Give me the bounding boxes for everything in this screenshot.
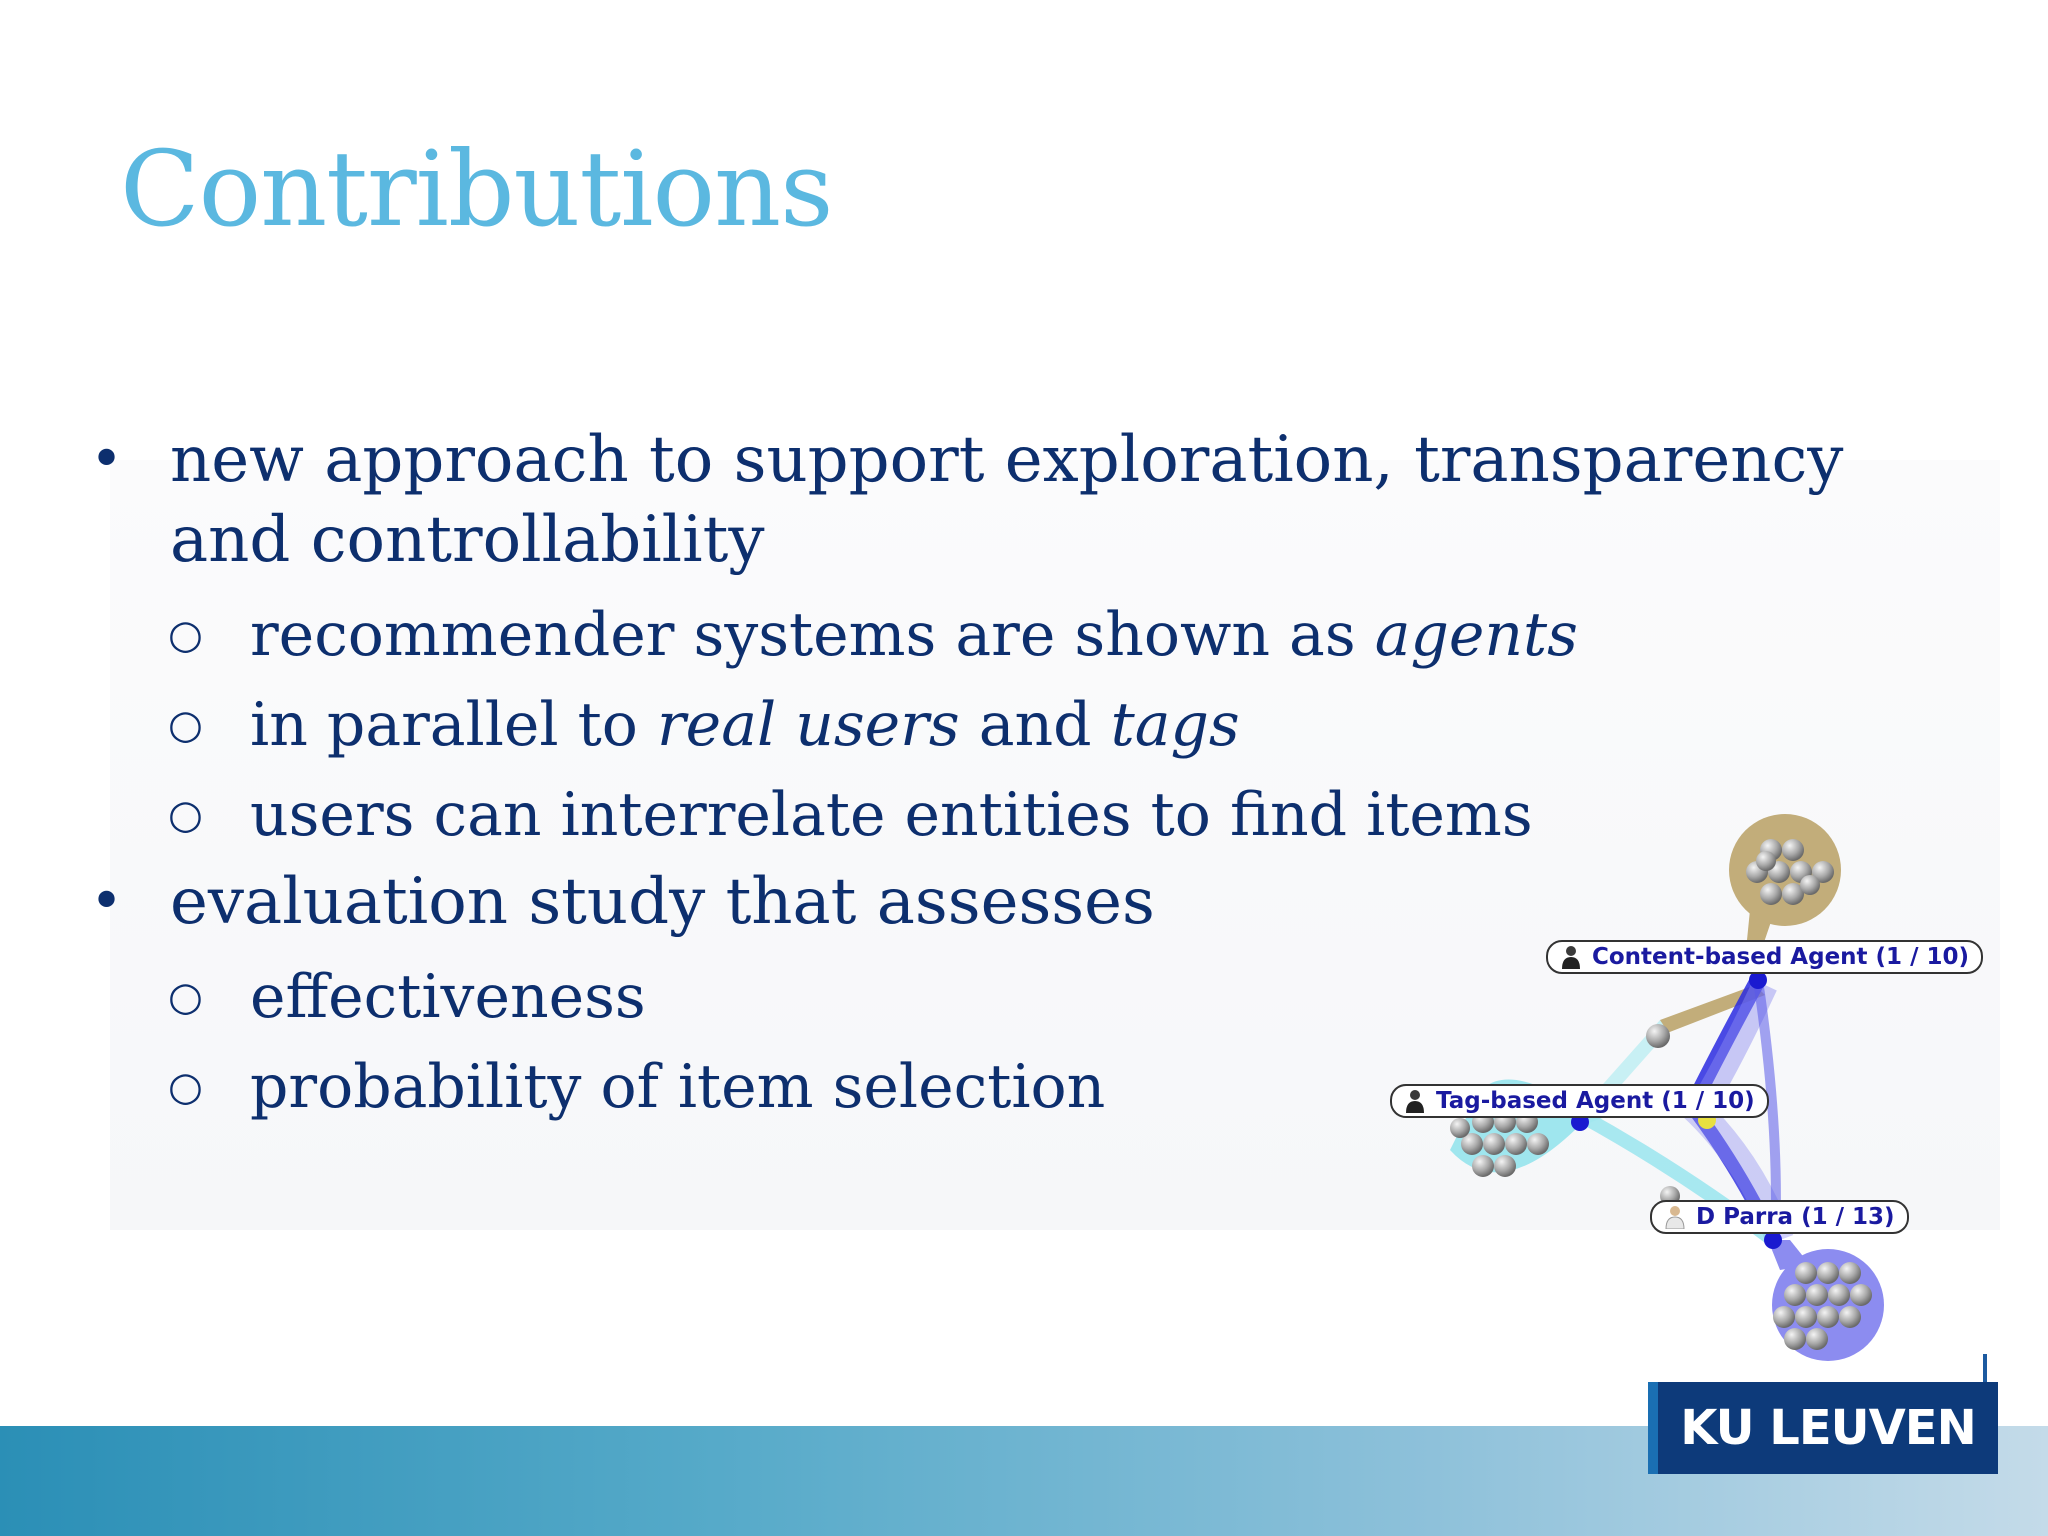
item-node (1472, 1155, 1494, 1177)
item-node (1806, 1328, 1828, 1350)
bullet-item: • evaluation study that assesses (80, 862, 1980, 942)
sub-bullet-text-part: users can interrelate entities to find i… (250, 780, 1533, 850)
item-node (1782, 839, 1804, 861)
sub-bullet-item: ○ probability of item selection (80, 1042, 1980, 1132)
bullet-text: evaluation study that assesses (170, 865, 1155, 939)
item-node (1756, 851, 1776, 871)
sub-bullet-item: ○ users can interrelate entities to find… (80, 770, 1980, 860)
item-node (1839, 1306, 1861, 1328)
item-node (1505, 1133, 1527, 1155)
sub-bullet-marker: ○ (168, 974, 203, 1020)
user-node (1764, 1231, 1782, 1249)
set-fusion-graph: Content-based Agent (1 / 10) Tag-based A… (1380, 810, 1983, 1370)
user-cluster-stem (1768, 1240, 1810, 1270)
item-node (1782, 883, 1804, 905)
content-cluster-edge (1660, 985, 1765, 1035)
bullet-marker: • (90, 869, 124, 934)
item-node (1795, 1306, 1817, 1328)
slide-title: Contributions (120, 128, 834, 250)
sub-bullet-text-part: recommender systems are shown as (250, 600, 1375, 670)
item-node (1839, 1262, 1861, 1284)
item-node (1828, 1284, 1850, 1306)
item-node (1527, 1133, 1549, 1155)
content-agent-label[interactable]: Content-based Agent (1 / 10) (1546, 940, 1983, 974)
ku-leuven-logo: KU LEUVEN (1648, 1382, 1998, 1474)
sub-bullet-marker: ○ (168, 1064, 203, 1110)
tag-agent-label[interactable]: Tag-based Agent (1 / 10) (1390, 1084, 1769, 1118)
item-node (1646, 1024, 1670, 1048)
sub-bullet-marker: ○ (168, 702, 203, 748)
item-node (1784, 1284, 1806, 1306)
sub-bullet-text-part: effectiveness (250, 962, 646, 1032)
item-node (1483, 1133, 1505, 1155)
item-node (1817, 1306, 1839, 1328)
sub-bullet-item: ○ recommender systems are shown as agent… (80, 590, 1980, 680)
sub-bullet-item: ○ effectiveness (80, 952, 1980, 1042)
user-label-text: D Parra (1 / 13) (1696, 1204, 1895, 1230)
sub-bullet-text-part: in parallel to (250, 690, 657, 760)
item-node (1450, 1118, 1470, 1138)
item-node (1461, 1133, 1483, 1155)
sub-bullet-marker: ○ (168, 612, 203, 658)
bullet-list: • new approach to support exploration, t… (80, 420, 1980, 1132)
item-node (1817, 1262, 1839, 1284)
item-node (1806, 1284, 1828, 1306)
sub-bullet-text-emphasis: agents (1374, 600, 1578, 670)
tag-item-nodes (1450, 1111, 1549, 1177)
user-item-nodes (1773, 1262, 1872, 1350)
item-node (1494, 1155, 1516, 1177)
person-icon (1406, 1090, 1424, 1113)
sub-bullet-item: ○ in parallel to real users and tags (80, 680, 1980, 770)
item-node (1760, 883, 1782, 905)
content-item-nodes (1746, 839, 1834, 905)
content-agent-label-text: Content-based Agent (1 / 10) (1592, 944, 1969, 970)
tag-agent-label-text: Tag-based Agent (1 / 10) (1436, 1088, 1755, 1114)
sub-bullet-text-part: and (959, 690, 1111, 760)
sub-bullet-marker: ○ (168, 792, 203, 838)
sub-bullet-text-part: probability of item selection (250, 1052, 1106, 1122)
person-icon (1562, 946, 1580, 969)
person-icon (1665, 1206, 1685, 1229)
item-node (1773, 1306, 1795, 1328)
bullet-marker: • (90, 427, 124, 492)
item-node (1795, 1262, 1817, 1284)
content-agent-node (1749, 971, 1767, 989)
sub-bullet-text-emphasis: real users (657, 690, 960, 760)
sub-bullet-text-emphasis: tags (1110, 690, 1240, 760)
user-label[interactable]: D Parra (1 / 13) (1650, 1200, 1909, 1234)
item-node (1812, 861, 1834, 883)
item-node (1800, 875, 1820, 895)
bullet-item: • new approach to support exploration, t… (80, 420, 1980, 580)
item-node (1850, 1284, 1872, 1306)
item-node (1784, 1328, 1806, 1350)
bullet-text: new approach to support exploration, tra… (170, 423, 1844, 577)
